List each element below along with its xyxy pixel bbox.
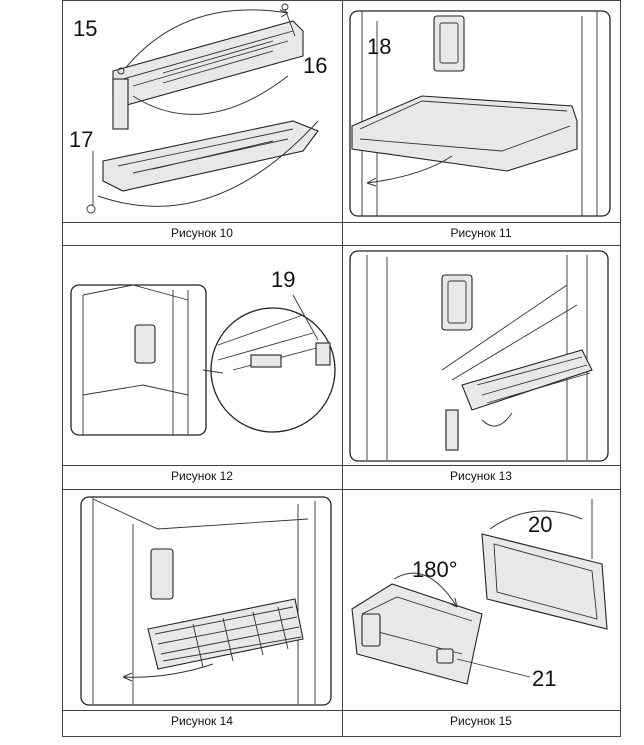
callout-16: 16: [303, 53, 328, 78]
callout-18: 18: [367, 34, 392, 59]
callout-21: 21: [532, 666, 557, 691]
figure-11-drawing: 18: [342, 1, 620, 221]
row-divider-4: [63, 489, 620, 490]
row-divider-2: [63, 245, 620, 246]
row-divider-3: [63, 465, 620, 466]
figure-15-drawing: 20 180° 21: [342, 489, 620, 709]
callout-20: 20: [528, 512, 553, 537]
figure-grid: [62, 0, 621, 737]
caption-figure-15: Рисунок 15: [450, 714, 512, 728]
column-divider: [342, 1, 343, 736]
row-divider-1: [63, 222, 620, 223]
figure-13-drawing: [342, 245, 620, 464]
callout-180-degrees: 180°: [412, 557, 458, 582]
callout-17: 17: [69, 127, 94, 152]
figure-12-drawing: 19: [63, 245, 341, 464]
caption-figure-14: Рисунок 14: [171, 714, 233, 728]
callout-15: 15: [73, 16, 98, 41]
caption-figure-12: Рисунок 12: [171, 469, 233, 483]
row-divider-5: [63, 710, 620, 711]
caption-figure-13: Рисунок 13: [450, 469, 512, 483]
callout-19: 19: [271, 267, 296, 292]
caption-figure-10: Рисунок 10: [171, 226, 233, 240]
figure-10-drawing: 15 16 17: [63, 1, 341, 221]
caption-figure-11: Рисунок 11: [450, 226, 512, 240]
figure-14-drawing: [63, 489, 341, 709]
